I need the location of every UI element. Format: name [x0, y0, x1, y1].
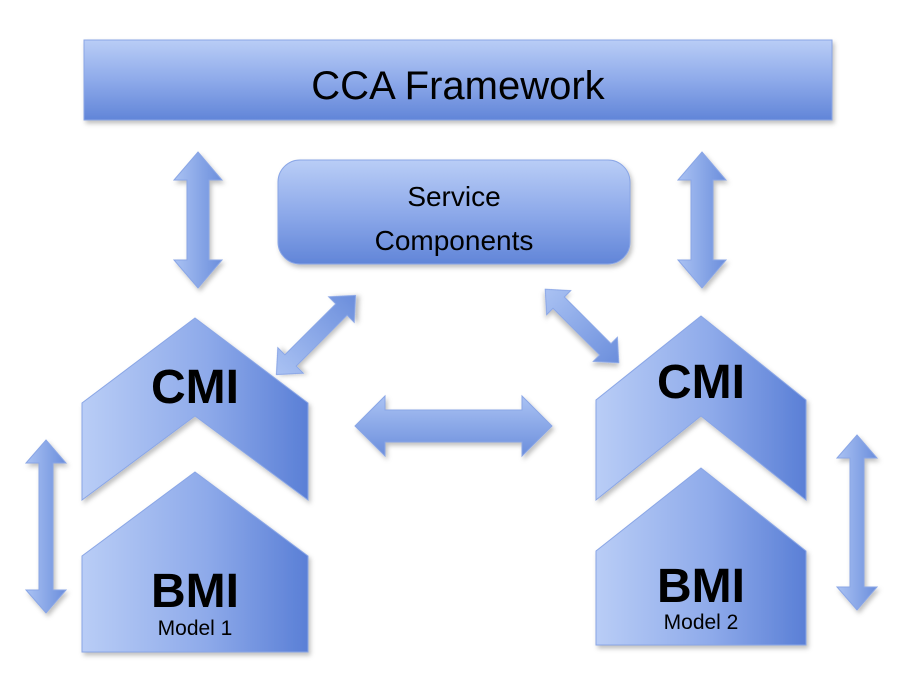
service-components-box	[277, 159, 631, 265]
right-cmi-bmi-arrow	[835, 434, 879, 611]
framework-bar	[83, 39, 833, 121]
left-cmi-bmi-arrow	[24, 439, 68, 614]
right-bmi-shape	[595, 467, 807, 646]
cmi-to-cmi-arrow	[354, 394, 553, 458]
framework-left-cmi-arrow	[172, 151, 224, 289]
framework-right-cmi-arrow	[676, 151, 728, 289]
left-bmi-shape	[81, 471, 309, 653]
left-cmi-shape	[81, 317, 309, 501]
service-right-cmi-arrow	[544, 288, 620, 364]
right-cmi-shape	[595, 315, 807, 502]
service-left-cmi-arrow	[275, 294, 357, 376]
